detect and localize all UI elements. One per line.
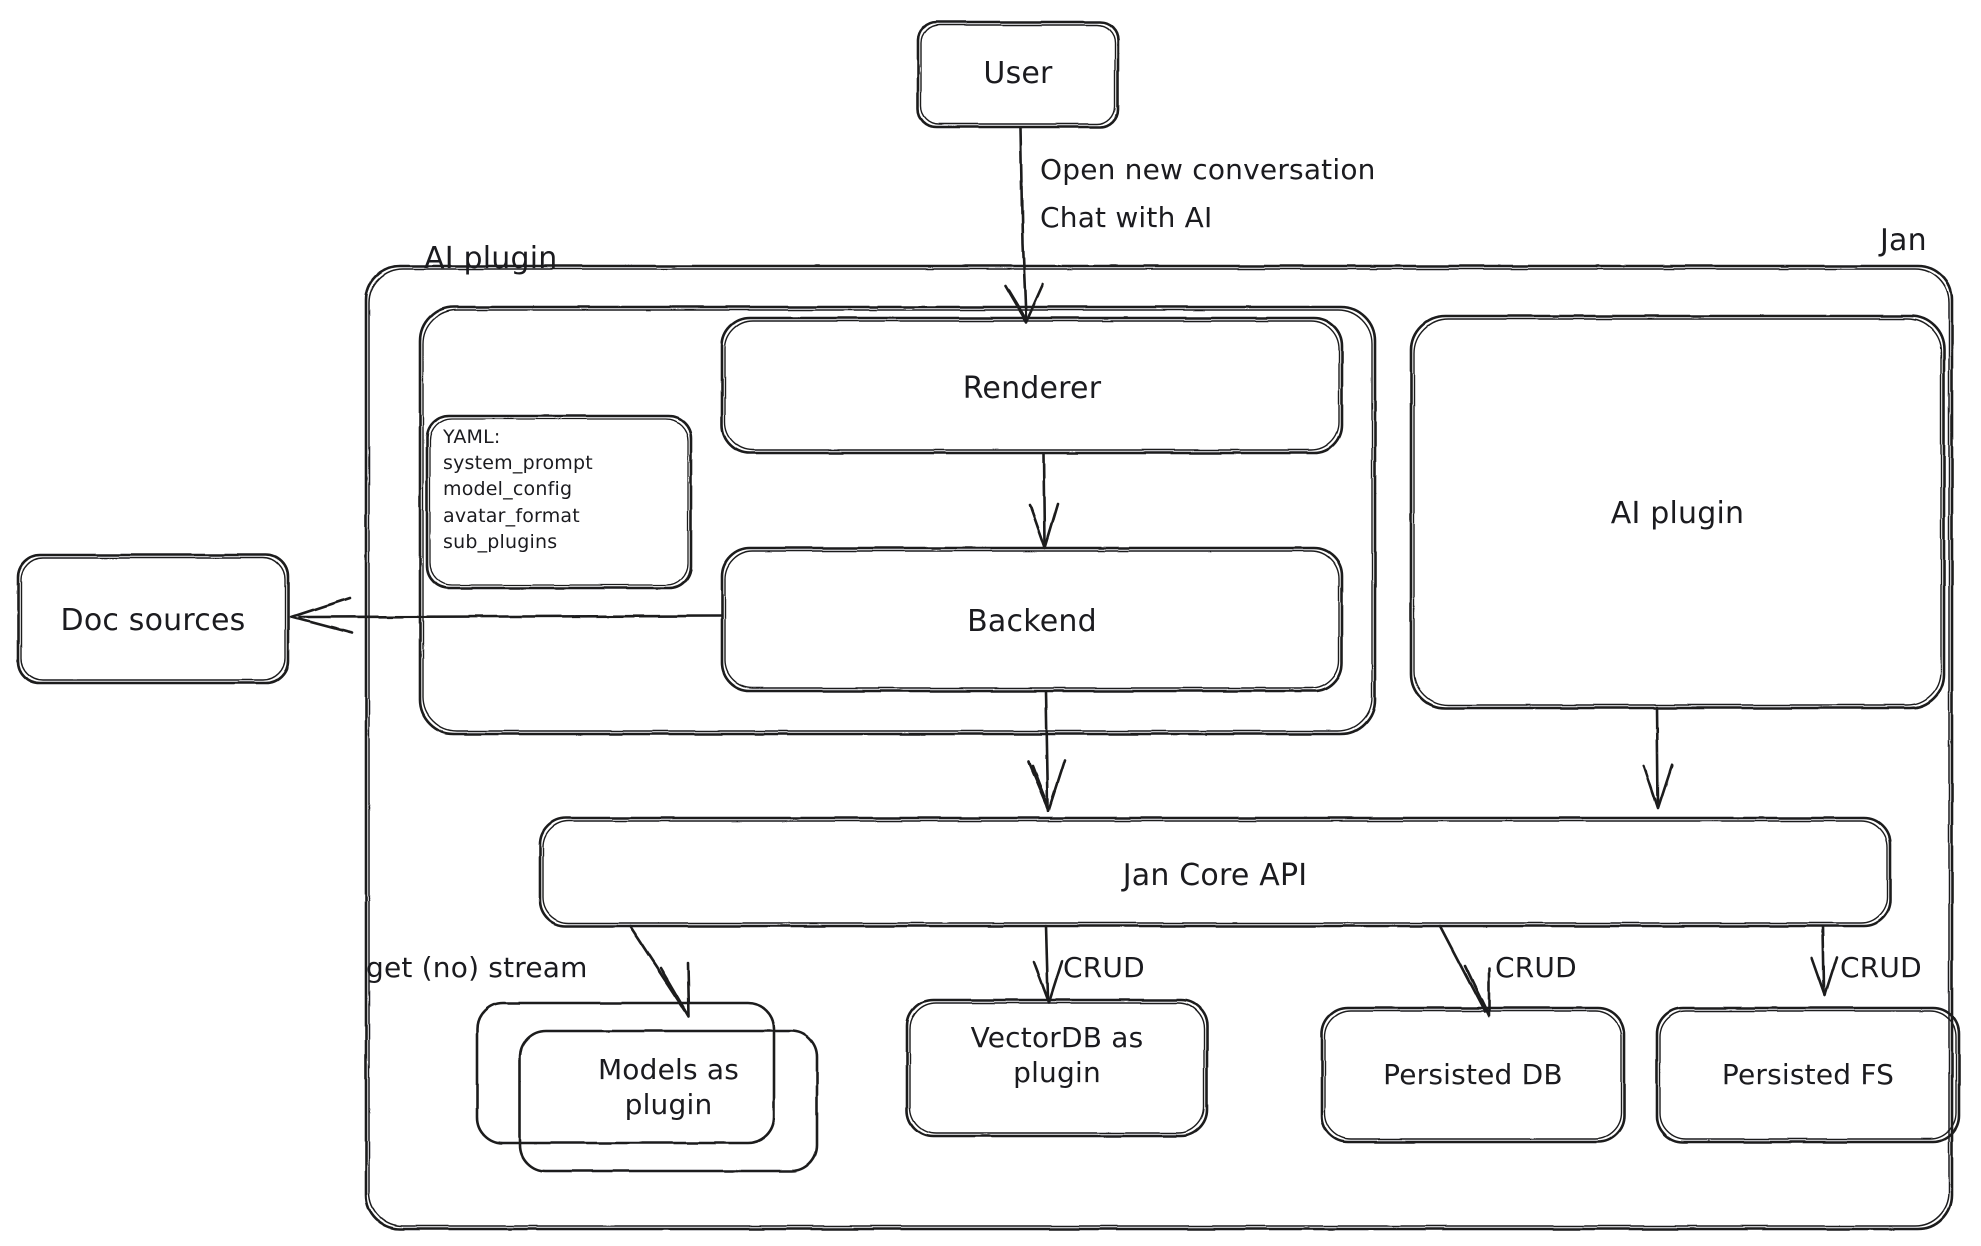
- edge-user-to-renderer: [1003, 126, 1045, 324]
- doc-sources-label: Doc sources: [60, 603, 246, 638]
- yaml-note-shape: [425, 414, 693, 590]
- edge-core-api-to-vectordb: [1032, 924, 1064, 1004]
- renderer-box-shape: [720, 316, 1344, 455]
- persisted-fs-shape: [1655, 1006, 1961, 1144]
- edge-label-crud-fs: CRUD: [1840, 951, 1922, 984]
- renderer-label: Renderer: [962, 371, 1102, 406]
- edge-label-crud-vectordb: CRUD: [1063, 951, 1145, 984]
- persisted-db-shape: [1320, 1006, 1626, 1144]
- edge-backend-to-core-api: [1027, 689, 1067, 812]
- edge-core-api-to-models: [628, 924, 691, 1018]
- ai-plugin-group-label: AI plugin: [424, 241, 558, 276]
- ai-plugin-box-shape: [1409, 314, 1946, 710]
- edge-label-chat-with-ai: Chat with AI: [1040, 201, 1213, 234]
- edge-core-api-to-persisted-fs: [1810, 924, 1839, 997]
- edge-renderer-to-backend: [1028, 451, 1060, 550]
- user-box-shape: [916, 20, 1120, 129]
- ai-plugin-group-shape: [418, 305, 1377, 736]
- edge-ai-plugin-to-core-api: [1642, 706, 1674, 810]
- edge-label-open-conversation: Open new conversation: [1040, 153, 1376, 186]
- persisted-fs-label: Persisted FS: [1721, 1058, 1895, 1091]
- edge-label-crud-db: CRUD: [1495, 951, 1577, 984]
- backend-box-shape: [720, 546, 1344, 693]
- user-label: User: [983, 56, 1053, 91]
- jan-core-api-label: Jan Core API: [1122, 858, 1308, 893]
- ai-plugin-box-label: AI plugin: [1610, 496, 1745, 531]
- backend-label: Backend: [967, 604, 1097, 639]
- persisted-db-label: Persisted DB: [1383, 1058, 1563, 1091]
- vectordb-plugin-shape: [905, 998, 1209, 1138]
- jan-core-api-shape: [538, 816, 1892, 928]
- models-plugin-shape: [475, 1001, 819, 1173]
- jan-group-label: Jan: [1880, 223, 1927, 258]
- jan-container-shape: [364, 264, 1954, 1231]
- doc-sources-box-shape: [16, 553, 290, 685]
- edge-label-get-no-stream: get (no) stream: [366, 951, 588, 984]
- edge-core-api-to-persisted-db: [1438, 924, 1491, 1018]
- edge-backend-to-doc-sources: [290, 596, 724, 635]
